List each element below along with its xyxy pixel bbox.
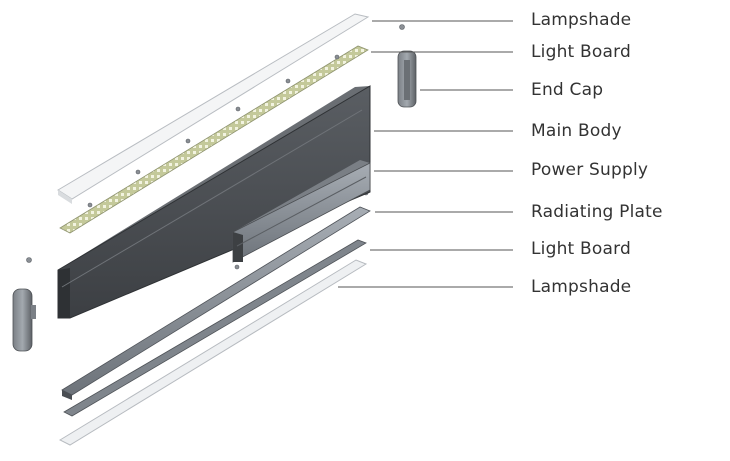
main-body-part xyxy=(57,85,371,319)
light-board-top-part xyxy=(59,45,369,234)
label-power-supply: Power Supply xyxy=(531,160,649,180)
label-light-board-top: Light Board xyxy=(531,42,631,62)
lampshade-bottom-part xyxy=(58,259,368,446)
screw-icons xyxy=(26,24,405,270)
label-lampshade-bottom: Lampshade xyxy=(531,277,632,297)
end-cap-left-part xyxy=(12,288,36,352)
label-light-board-bottom: Light Board xyxy=(531,239,631,259)
end-cap-part xyxy=(397,50,417,108)
label-lampshade-top: Lampshade xyxy=(531,10,632,30)
label-end-cap: End Cap xyxy=(531,80,604,100)
power-supply-part xyxy=(232,160,371,263)
label-main-body: Main Body xyxy=(531,121,622,141)
label-radiating-plate: Radiating Plate xyxy=(531,202,663,222)
leader-lines xyxy=(338,20,513,288)
light-board-bottom-part xyxy=(63,239,367,417)
lampshade-top-part xyxy=(57,13,370,204)
radiating-plate-part xyxy=(61,206,371,400)
